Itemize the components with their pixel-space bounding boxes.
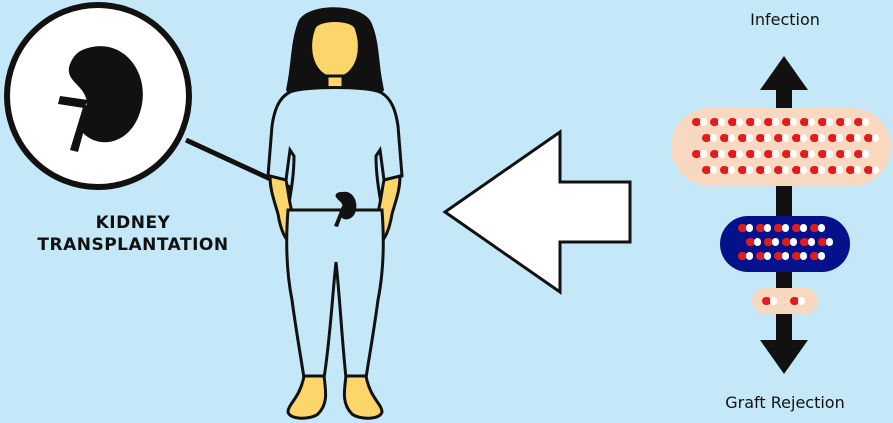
pill-icon <box>756 166 771 174</box>
dosage-low <box>752 288 818 314</box>
pill-icon <box>762 297 777 305</box>
pill-icon <box>692 118 707 126</box>
pill-icon <box>728 150 743 158</box>
pill-icon <box>810 252 825 260</box>
pill-icon <box>738 252 753 260</box>
large-left-arrow <box>445 132 630 292</box>
pill-icon <box>818 150 833 158</box>
pill-icon <box>738 134 753 142</box>
pill-icon <box>710 118 725 126</box>
infection-label: Infection <box>700 10 870 29</box>
pill-icon <box>746 118 761 126</box>
pill-icon <box>774 134 789 142</box>
title-line-2: TRANSPLANTATION <box>28 234 238 256</box>
kidney-transplantation-label: KIDNEY TRANSPLANTATION <box>28 212 238 256</box>
kidney-circle-icon <box>7 5 189 187</box>
pill-icon <box>846 134 861 142</box>
double-arrow <box>760 56 808 374</box>
pill-icon <box>764 238 779 246</box>
dosage-medium <box>720 216 850 272</box>
pill-icon <box>854 150 869 158</box>
pill-icon <box>854 118 869 126</box>
pill-icon <box>792 224 807 232</box>
pill-icon <box>828 166 843 174</box>
pill-icon <box>702 134 717 142</box>
pill-icon <box>764 118 779 126</box>
pill-icon <box>720 166 735 174</box>
dosage-high <box>671 108 891 186</box>
pill-icon <box>746 238 761 246</box>
graft-rejection-label: Graft Rejection <box>690 393 880 412</box>
pill-icon <box>774 166 789 174</box>
pill-icon <box>756 224 771 232</box>
pill-icon <box>728 118 743 126</box>
pill-icon <box>710 150 725 158</box>
pill-icon <box>836 150 851 158</box>
pill-icon <box>810 134 825 142</box>
pill-icon <box>800 238 815 246</box>
pill-icon <box>702 166 717 174</box>
pill-icon <box>790 297 805 305</box>
title-line-1: KIDNEY <box>28 212 238 234</box>
pill-icon <box>692 150 707 158</box>
pill-icon <box>818 118 833 126</box>
pill-icon <box>764 150 779 158</box>
pill-icon <box>774 224 789 232</box>
pill-icon <box>782 150 797 158</box>
pill-icon <box>800 150 815 158</box>
pill-icon <box>818 238 833 246</box>
pill-icon <box>836 118 851 126</box>
pill-icon <box>810 166 825 174</box>
pill-icon <box>782 238 797 246</box>
pill-icon <box>782 118 797 126</box>
pill-icon <box>738 166 753 174</box>
pill-icon <box>864 134 879 142</box>
pill-icon <box>864 166 879 174</box>
pill-icon <box>720 134 735 142</box>
pill-icon <box>792 252 807 260</box>
pill-icon <box>846 166 861 174</box>
pill-icon <box>746 150 761 158</box>
pill-icon <box>792 134 807 142</box>
pill-icon <box>810 224 825 232</box>
pill-icon <box>738 224 753 232</box>
pill-icon <box>792 166 807 174</box>
woman-figure <box>268 7 402 418</box>
pill-icon <box>756 252 771 260</box>
pill-icon <box>774 252 789 260</box>
pill-icon <box>828 134 843 142</box>
pill-icon <box>756 134 771 142</box>
pill-icon <box>800 118 815 126</box>
